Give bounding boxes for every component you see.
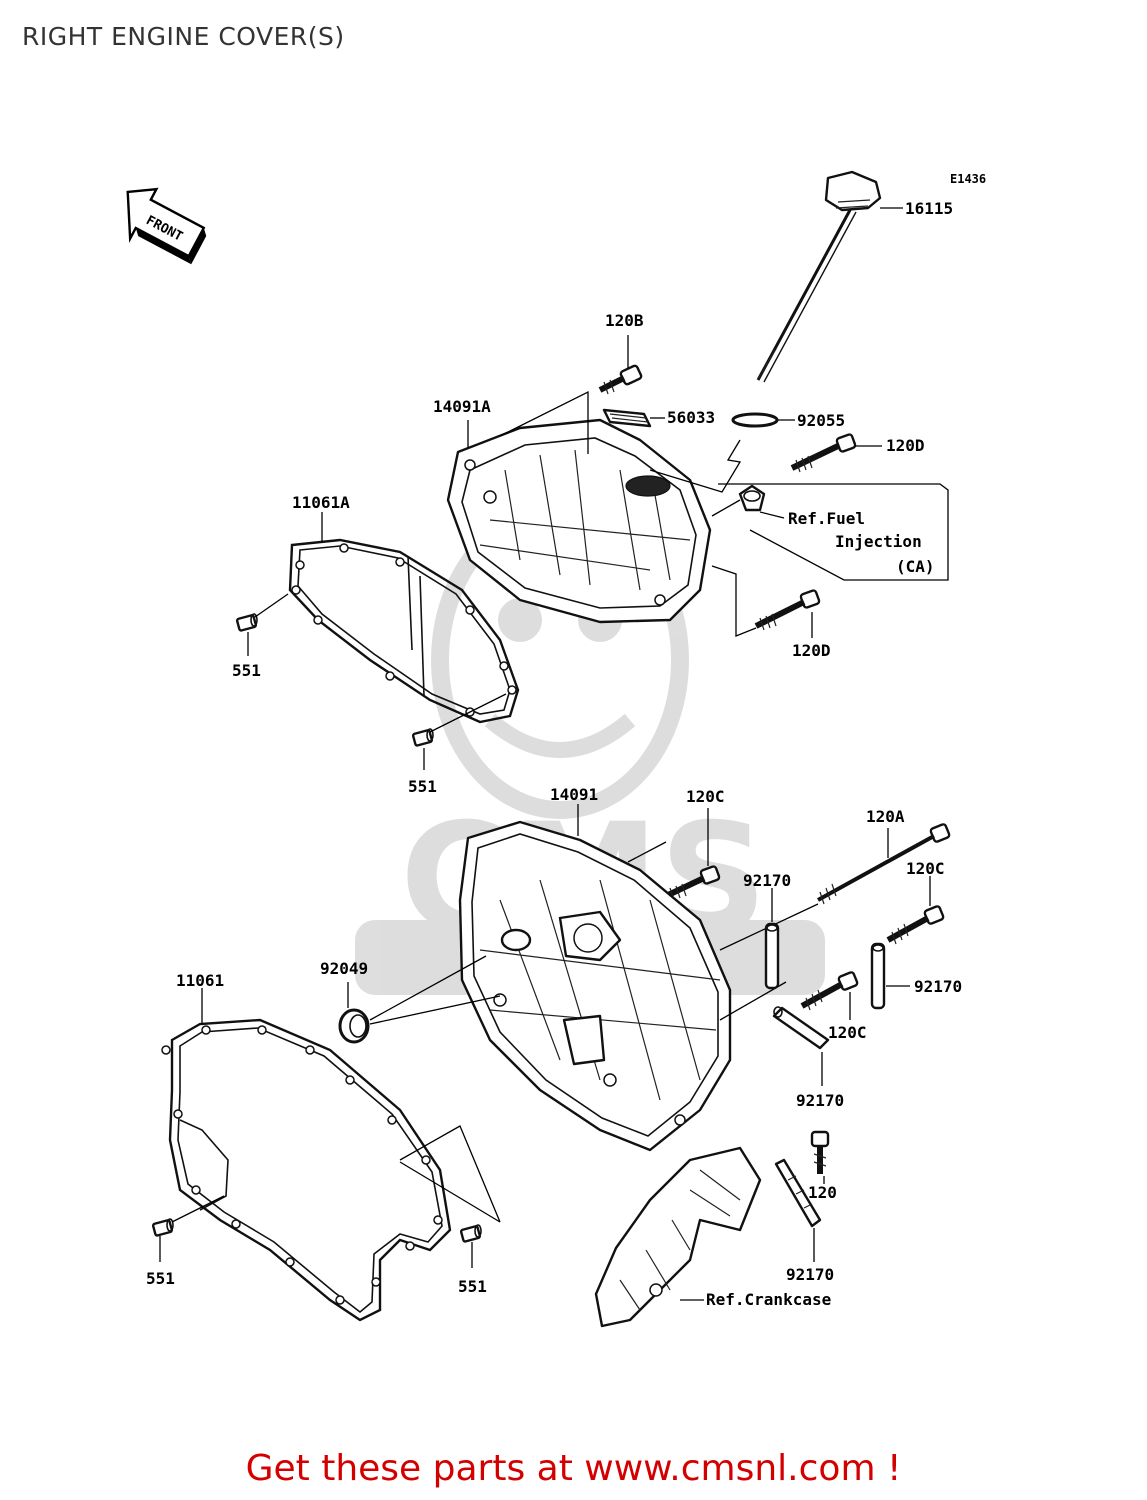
bolt-120D-top — [790, 433, 857, 473]
label-120B: 120B — [605, 311, 644, 330]
seal-92049 — [338, 1008, 370, 1044]
parts-diagram: CMS E1436 FRONT 16115 120B 56033 92055 — [126, 170, 986, 1328]
stud-92170-b — [870, 942, 886, 1010]
label-551-a: 551 — [232, 661, 261, 680]
dowel-551-c — [151, 1218, 174, 1237]
ref-fuel-line2: Injection — [835, 532, 922, 551]
label-92049: 92049 — [320, 959, 368, 978]
bolt-120A — [817, 823, 951, 905]
bolt-120C-low — [800, 971, 859, 1011]
label-92170-c: 92170 — [796, 1091, 844, 1110]
diagram-code: E1436 — [950, 172, 986, 186]
label-120D-bottom: 120D — [792, 641, 831, 660]
label-14091A: 14091A — [433, 397, 491, 416]
label-92170-a: 92170 — [743, 871, 791, 890]
label-92170-b: 92170 — [914, 977, 962, 996]
ref-crankcase: Ref.Crankcase — [706, 1290, 831, 1309]
label-551-d: 551 — [458, 1277, 487, 1296]
stud-92170-c — [772, 1006, 830, 1050]
gasket-11061A — [288, 538, 520, 724]
label-551-b: 551 — [408, 777, 437, 796]
label-120A: 120A — [866, 807, 905, 826]
dowel-551-d — [459, 1224, 482, 1243]
crankcase-ref — [594, 1146, 762, 1328]
label-120C-top: 120C — [686, 787, 725, 806]
clamp-fuel-ref — [738, 484, 766, 512]
label-14091: 14091 — [550, 785, 598, 804]
label-120: 120 — [808, 1183, 837, 1202]
footer-link[interactable]: Get these parts at www.cmsnl.com ! — [245, 1448, 902, 1489]
cover-14091A — [446, 418, 712, 624]
label-56033: 56033 — [667, 408, 715, 427]
label-16115: 16115 — [905, 199, 953, 218]
page-title: RIGHT ENGINE COVER(S) — [22, 22, 345, 51]
gasket-11061 — [161, 1018, 452, 1322]
bolt-120B — [598, 364, 643, 395]
label-11061: 11061 — [176, 971, 224, 990]
dowel-551-b — [411, 728, 434, 747]
label-11061A: 11061A — [292, 493, 350, 512]
front-arrow-icon: FRONT — [126, 187, 207, 265]
ref-fuel-line1: Ref.Fuel — [788, 509, 865, 528]
bolt-120 — [810, 1130, 830, 1174]
label-92170-d: 92170 — [786, 1265, 834, 1284]
stud-92170-a — [764, 922, 780, 990]
dipstick-16115 — [756, 170, 882, 383]
bolt-120C-right — [886, 905, 945, 945]
label-120D-top: 120D — [886, 436, 925, 455]
plate-56033 — [602, 408, 652, 428]
dowel-551-a — [235, 613, 258, 632]
oring-92055 — [731, 412, 779, 428]
label-551-c: 551 — [146, 1269, 175, 1288]
label-120C-low: 120C — [828, 1023, 867, 1042]
stud-92170-d — [774, 1158, 822, 1228]
bolt-120D-bottom — [754, 589, 821, 631]
ref-fuel-line3: (CA) — [896, 557, 935, 576]
label-92055: 92055 — [797, 411, 845, 430]
bolt-120C-top — [664, 865, 721, 901]
label-120C-right: 120C — [906, 859, 945, 878]
cover-14091 — [458, 820, 732, 1152]
